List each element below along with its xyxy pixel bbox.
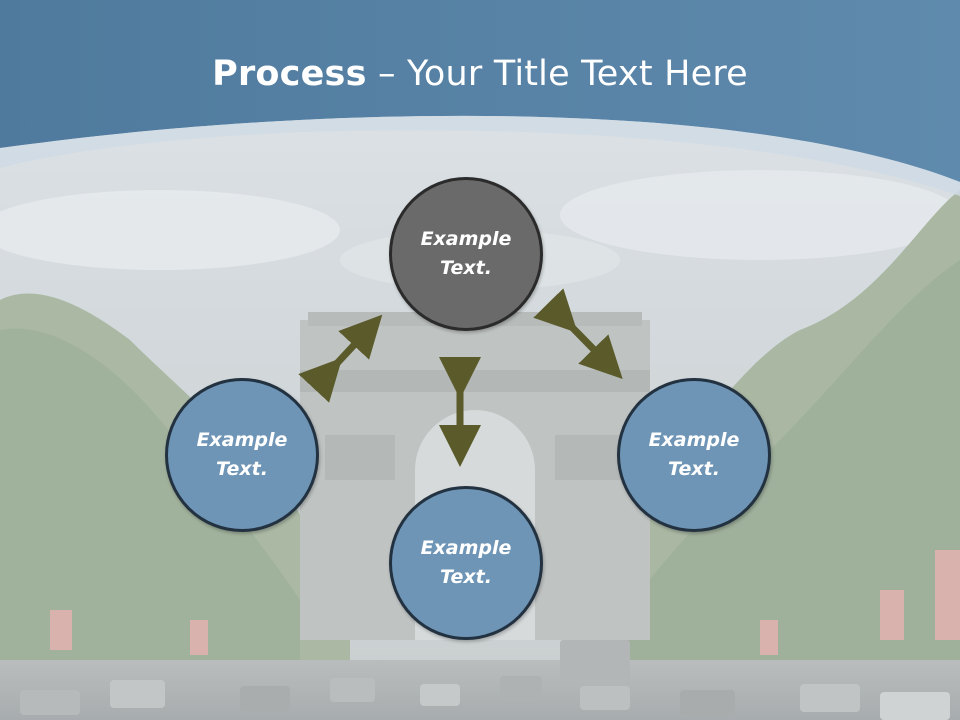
node-bottom[interactable]: Example Text. [389,486,543,640]
node-left-label: Example Text. [182,426,302,484]
node-left-line2: Text. [216,458,268,480]
node-top[interactable]: Example Text. [389,177,543,331]
node-left[interactable]: Example Text. [165,378,319,532]
node-bottom-line1: Example [420,537,512,559]
slide-title-rest: – Your Title Text Here [366,54,748,94]
arrow-top-left [298,314,383,403]
node-top-line2: Text. [440,257,492,279]
node-bottom-line2: Text. [440,566,492,588]
node-right-line1: Example [648,429,740,451]
node-right-label: Example Text. [634,426,754,484]
slide-title: Process – Your Title Text Here [0,48,960,100]
slide-title-bold: Process [212,54,367,94]
node-bottom-label: Example Text. [406,534,526,592]
node-left-line1: Example [196,429,288,451]
node-right[interactable]: Example Text. [617,378,771,532]
arrow-top-right [533,288,623,380]
node-right-line2: Text. [668,458,720,480]
node-top-label: Example Text. [406,225,526,283]
node-top-line1: Example [420,228,512,250]
